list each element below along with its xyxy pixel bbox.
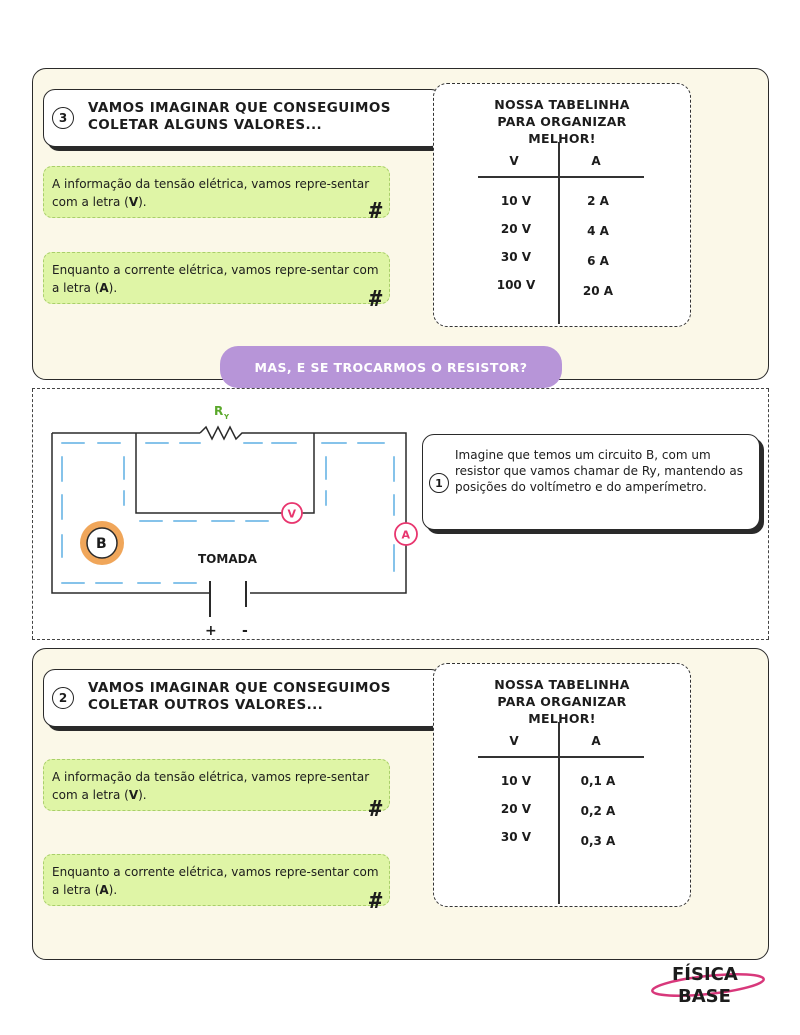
section-panel-bottom: 2 VAMOS IMAGINAR QUE CONSEGUIMOS COLETAR… <box>32 648 769 960</box>
table-cell: 20 V <box>500 802 532 816</box>
outlet-icon: TOMADA + - <box>198 552 258 639</box>
circuit-wires <box>51 432 407 594</box>
section-heading-bubble: 2 VAMOS IMAGINAR QUE CONSEGUIMOS COLETAR… <box>43 669 443 727</box>
circuit-b-badge: B <box>80 521 124 565</box>
minus-terminal: - <box>242 623 248 639</box>
logo-top-text: FÍSICA <box>672 963 738 985</box>
table-header-v: V <box>509 734 519 748</box>
table-header-v: V <box>509 154 519 168</box>
table-title: NOSSA TABELINHA PARA ORGANIZAR MELHOR! <box>494 677 630 726</box>
table-cell: 10 V <box>500 194 532 208</box>
table-cell: 30 V <box>500 250 532 264</box>
voltage-note-text: A informação da tensão elétrica, vamos r… <box>52 177 370 209</box>
voltage-note-text: A informação da tensão elétrica, vamos r… <box>52 770 370 802</box>
logo-mark: FÍSICA BASE <box>651 963 765 1007</box>
current-note: Enquanto a corrente elétrica, vamos repr… <box>43 252 390 304</box>
section-title: VAMOS IMAGINAR QUE CONSEGUIMOS COLETAR A… <box>88 100 391 133</box>
current-note: Enquanto a corrente elétrica, vamos repr… <box>43 854 390 906</box>
circuit-section <box>32 388 769 640</box>
banner-pill: MAS, E SE TROCARMOS O RESISTOR? <box>220 346 562 388</box>
step-number: 2 <box>52 687 74 709</box>
current-note-close: ). <box>108 883 118 897</box>
table-cell: 20 V <box>500 222 532 236</box>
plus-terminal: + <box>205 623 217 639</box>
table-cell: 0,3 A <box>580 834 616 848</box>
dashed-edge-right <box>768 389 769 639</box>
table-divider <box>558 142 560 324</box>
resistor-label: R <box>214 404 223 418</box>
section-heading-bubble: 3 VAMOS IMAGINAR QUE CONSEGUIMOS COLETAR… <box>43 89 443 147</box>
resistor-subscript: Y <box>223 413 230 421</box>
current-flow-markers <box>61 442 395 584</box>
dashed-edge-left <box>32 389 33 639</box>
circuit-b-label: B <box>96 536 107 552</box>
table-cell: 100 V <box>496 278 536 292</box>
hash-icon: # <box>369 889 383 914</box>
ammeter-icon: A <box>394 522 418 546</box>
table-cell: 6 A <box>587 254 609 268</box>
table-cell: 4 A <box>587 224 609 238</box>
table-cell: 0,2 A <box>580 804 616 818</box>
current-note-close: ). <box>108 281 118 295</box>
table-cell: 0,1 A <box>580 774 616 788</box>
table-header-a: A <box>591 154 601 168</box>
voltage-letter: V <box>128 788 139 802</box>
current-letter: A <box>99 281 109 295</box>
table-divider <box>558 722 560 904</box>
step-number: 3 <box>52 107 74 129</box>
table-cell: 20 A <box>582 284 614 298</box>
voltmeter-label: V <box>288 508 297 521</box>
ammeter-label: A <box>402 529 411 542</box>
table-cell: 10 V <box>500 774 532 788</box>
table-cell: 2 A <box>587 194 609 208</box>
hash-icon: # <box>369 797 383 822</box>
resistor-icon: R Y <box>199 404 245 441</box>
hash-icon: # <box>369 199 383 224</box>
voltmeter-icon: V <box>281 502 303 524</box>
outlet-label: TOMADA <box>198 552 258 566</box>
logo-bottom-text: BASE <box>678 986 731 1007</box>
voltage-note-close: ). <box>138 195 147 209</box>
circuit-note-bubble: 1 Imagine que temos um circuito B, com u… <box>422 434 760 530</box>
section-title: VAMOS IMAGINAR QUE CONSEGUIMOS COLETAR O… <box>88 680 391 713</box>
voltage-letter: V <box>128 195 139 209</box>
values-table: NOSSA TABELINHA PARA ORGANIZAR MELHOR! V… <box>433 663 691 907</box>
table-cell: 30 V <box>500 830 532 844</box>
table-header-a: A <box>591 734 601 748</box>
table-title: NOSSA TABELINHA PARA ORGANIZAR MELHOR! <box>494 97 630 146</box>
table-header-line <box>478 176 644 178</box>
voltage-note: A informação da tensão elétrica, vamos r… <box>43 166 390 218</box>
step-number: 1 <box>429 473 449 493</box>
hash-icon: # <box>369 287 383 312</box>
circuit-diagram: R Y V A B TOMADA + - <box>51 404 418 639</box>
current-note-text: Enquanto a corrente elétrica, vamos repr… <box>52 865 379 897</box>
circuit-description: Imagine que temos um circuito B, com um … <box>455 448 743 494</box>
current-note-text: Enquanto a corrente elétrica, vamos repr… <box>52 263 379 295</box>
voltage-note: A informação da tensão elétrica, vamos r… <box>43 759 390 811</box>
table-header-line <box>478 756 644 758</box>
section-panel-top: 3 VAMOS IMAGINAR QUE CONSEGUIMOS COLETAR… <box>32 68 769 380</box>
voltage-note-close: ). <box>138 788 147 802</box>
current-letter: A <box>99 883 109 897</box>
values-table: NOSSA TABELINHA PARA ORGANIZAR MELHOR! V… <box>433 83 691 327</box>
